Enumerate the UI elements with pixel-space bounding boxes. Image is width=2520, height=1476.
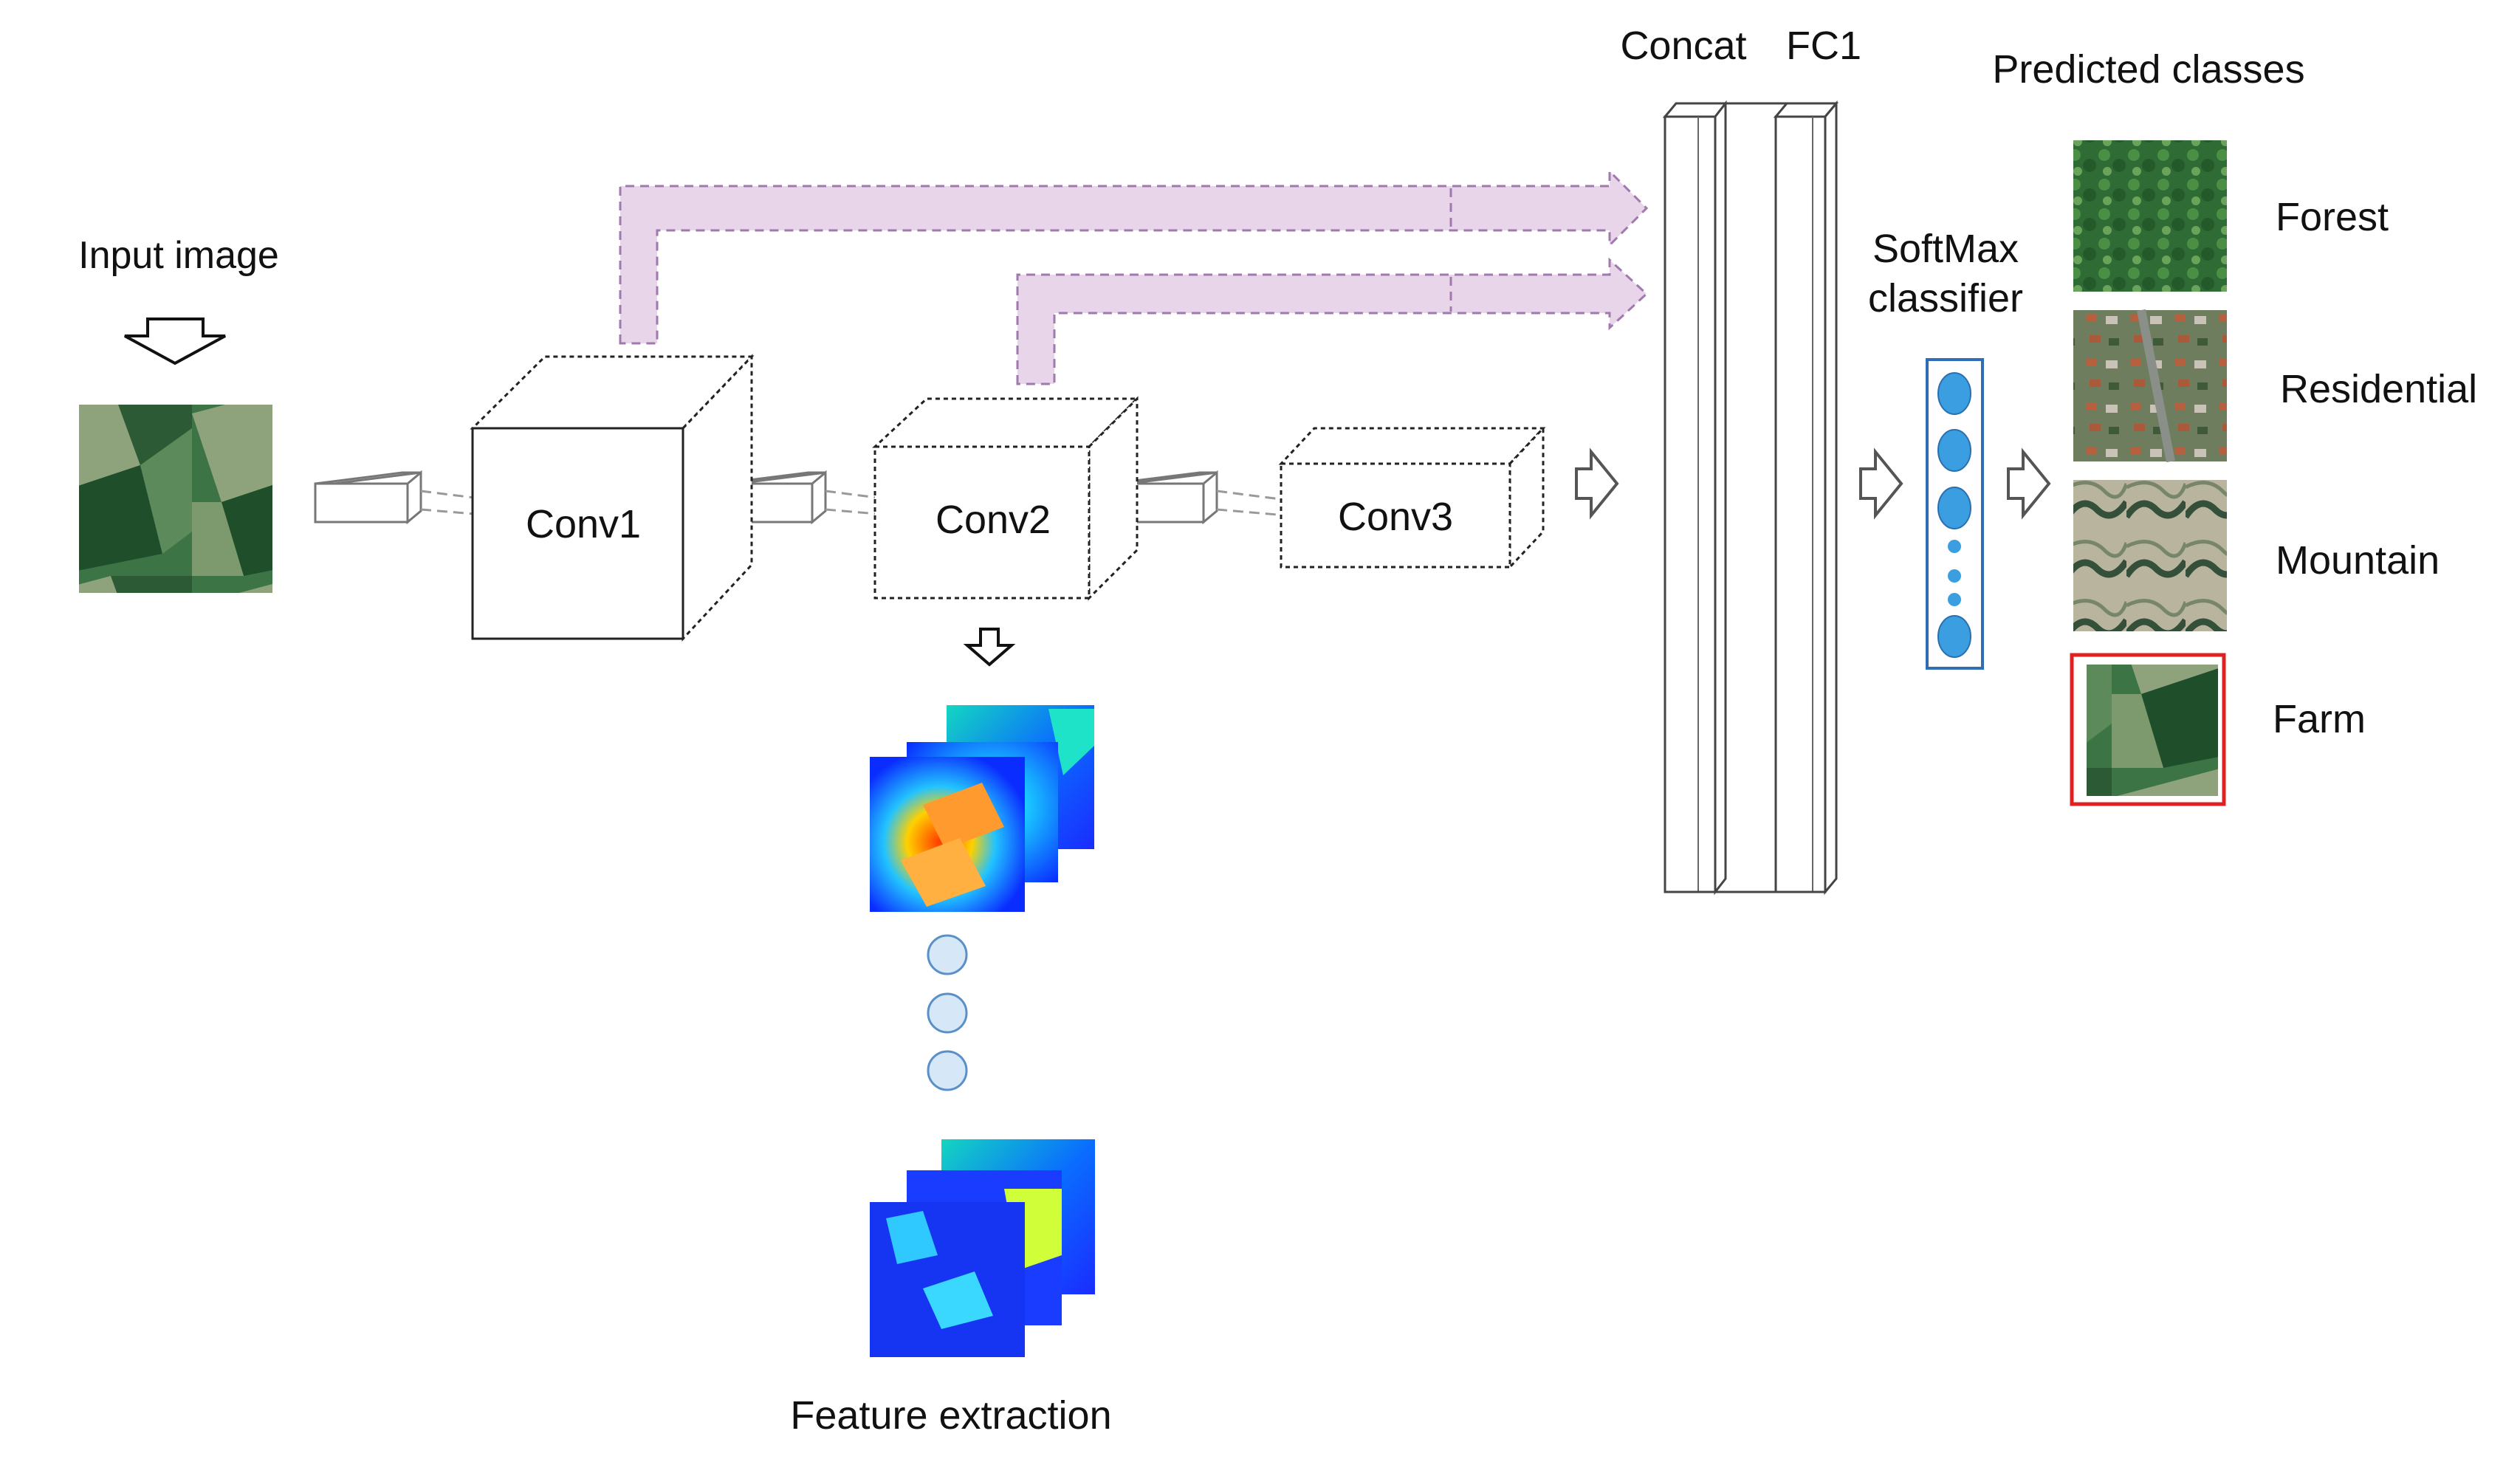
softmax-ellipsis-dot: [1948, 569, 1961, 583]
fc1-layer: [1773, 100, 1839, 896]
softmax-label-line1: SoftMax: [1872, 227, 2019, 271]
class-image-farm: [2087, 665, 2218, 796]
softmax-node: [1937, 372, 1971, 415]
conv2-label: Conv2: [935, 498, 1051, 542]
hollow-down-arrow-icon: [124, 317, 226, 365]
hollow-down-arrow-icon: [963, 628, 1016, 667]
conv1-label: Conv1: [526, 502, 641, 546]
softmax-node: [1937, 429, 1971, 472]
skip-connection-conv2: [1016, 257, 1649, 385]
conv3-label: Conv3: [1338, 495, 1453, 539]
class-label-forest: Forest: [2276, 195, 2389, 239]
feature-extraction-label: Feature extraction: [790, 1393, 1111, 1438]
hollow-arrow-icon: [1575, 447, 1619, 520]
concat-layer: [1662, 100, 1728, 896]
conv3-block: [1278, 425, 1546, 570]
feature-map-stack-bottom: [870, 1139, 1095, 1357]
class-label-mountain: Mountain: [2276, 538, 2440, 583]
input-image-label: Input image: [78, 234, 279, 277]
softmax-label-line2: classifier: [1868, 276, 2023, 320]
class-image-mountain: [2073, 480, 2227, 631]
class-label-farm: Farm: [2273, 697, 2366, 741]
class-image-forest: [2073, 140, 2227, 292]
predicted-classes-label: Predicted classes: [1992, 47, 2304, 92]
feature-map-ellipsis-dot: [927, 992, 968, 1034]
feature-map-ellipsis-dot: [927, 1050, 968, 1091]
kernel-block-3: [1110, 470, 1304, 525]
hollow-arrow-icon: [2007, 447, 2051, 520]
fc1-label: FC1: [1786, 24, 1861, 68]
class-image-residential-road: [2137, 309, 2175, 463]
class-label-residential: Residential: [2280, 367, 2477, 411]
input-image: [79, 405, 272, 593]
concat-label: Concat: [1620, 24, 1746, 68]
skip-connection-conv1: [619, 168, 1649, 345]
conv1-block: [470, 354, 755, 642]
softmax-ellipsis-dot: [1948, 540, 1961, 553]
softmax-ellipsis-dot: [1948, 593, 1961, 606]
softmax-node: [1937, 487, 1971, 529]
feature-map-stack-top: [870, 705, 1094, 912]
softmax-node: [1937, 615, 1971, 658]
conv2-block: [872, 396, 1140, 601]
feature-map-ellipsis-dot: [927, 934, 968, 975]
hollow-arrow-icon: [1859, 447, 1903, 520]
